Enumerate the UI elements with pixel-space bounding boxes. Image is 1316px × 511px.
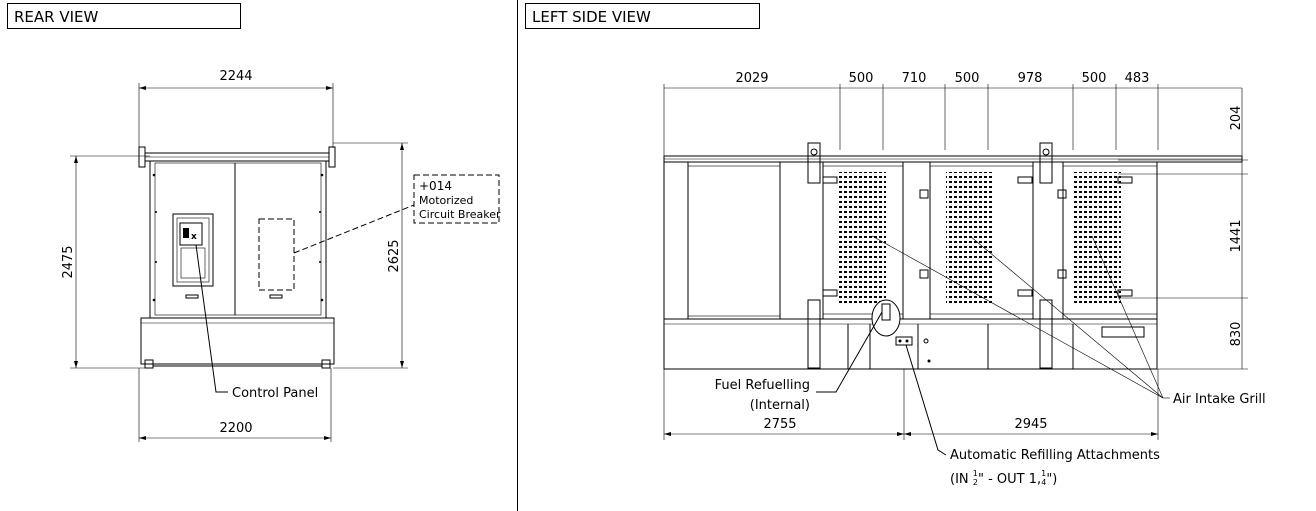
top-dim-500-a: 500 — [849, 71, 874, 86]
dim-left-height: 2475 — [61, 155, 150, 369]
air-intake-leaders: Air Intake Grill — [871, 235, 1266, 407]
side-base-frame — [663, 299, 1158, 370]
right-dim-204: 204 — [1229, 106, 1244, 131]
top-dim-chain: 2029 500 710 500 978 500 483 — [663, 71, 1242, 160]
auto-label-line1: Automatic Refilling Attachments — [950, 448, 1160, 463]
breaker-line1: Motorized — [419, 194, 473, 207]
right-dim-1441: 1441 — [1229, 219, 1244, 252]
rear-view-title: REAR VIEW — [7, 3, 241, 29]
breaker-callout: +014 Motorized Circuit Breaker — [293, 174, 501, 254]
right-dim-830: 830 — [1229, 322, 1244, 347]
breaker-outline — [258, 218, 295, 291]
right-dim-chain: 204 1441 830 — [1118, 88, 1248, 370]
svg-text:x: x — [191, 232, 197, 242]
side-view-drawing: 2029 500 710 500 978 500 483 204 1441 83… — [663, 71, 1266, 487]
top-dim-2029: 2029 — [735, 71, 768, 86]
bottom-dim-chain: 2755 2945 — [663, 369, 1159, 440]
top-dim-710: 710 — [902, 71, 927, 86]
dim-label-2475: 2475 — [61, 245, 76, 278]
control-panel-callout: Control Panel — [195, 244, 318, 401]
control-panel-label: Control Panel — [232, 386, 318, 401]
top-dim-978: 978 — [1018, 71, 1043, 86]
top-dim-500-c: 500 — [1082, 71, 1107, 86]
left-side-view-panel: LEFT SIDE VIEW 2029 500 710 500 978 500 … — [518, 0, 1316, 511]
control-panel-graphic: x — [172, 213, 214, 287]
rear-view-drawing: 2244 2200 2475 2625 — [61, 69, 501, 442]
dim-label-2244: 2244 — [219, 69, 252, 84]
bottom-dim-2755: 2755 — [763, 417, 796, 432]
side-enclosure — [663, 155, 1243, 320]
breaker-code: +014 — [419, 179, 452, 193]
air-grill-2 — [946, 172, 993, 306]
rear-view-panel: REAR VIEW 2244 2200 2475 — [0, 0, 518, 511]
dim-label-2625: 2625 — [387, 239, 402, 272]
dim-top-width: 2244 — [138, 69, 334, 160]
rear-enclosure — [138, 146, 336, 369]
fuel-label-line2: (Internal) — [750, 398, 810, 413]
fuel-refuel-callout: Fuel Refuelling (Internal) — [715, 311, 883, 413]
fuel-label-line1: Fuel Refuelling — [715, 378, 810, 393]
air-grill-1 — [838, 172, 886, 306]
dim-bottom-width: 2200 — [138, 368, 332, 442]
bottom-dim-2945: 2945 — [1014, 417, 1047, 432]
door-hardware — [822, 176, 1133, 297]
side-view-title: LEFT SIDE VIEW — [525, 3, 760, 29]
top-dim-500-b: 500 — [955, 71, 980, 86]
air-intake-label: Air Intake Grill — [1173, 392, 1266, 407]
breaker-line2: Circuit Breaker — [419, 208, 501, 221]
top-dim-483: 483 — [1125, 71, 1150, 86]
dim-label-2200: 2200 — [219, 421, 252, 436]
dim-right-height: 2625 — [333, 142, 408, 369]
